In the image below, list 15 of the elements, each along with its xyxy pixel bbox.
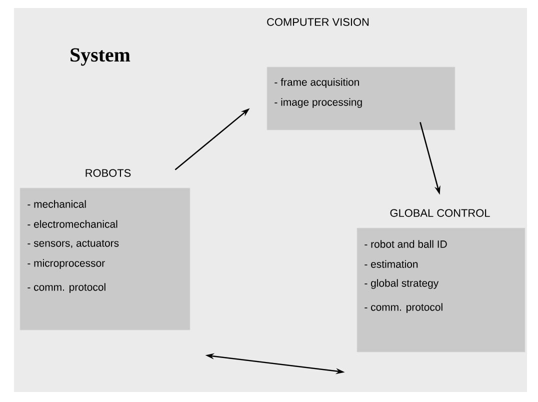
list-item: - global strategy — [364, 279, 439, 289]
list-item: - sensors, actuators — [28, 240, 119, 248]
list-item: - microprocessor — [28, 259, 105, 269]
list-item: - estimation — [364, 260, 418, 268]
list-item: - comm. protocol — [28, 283, 106, 293]
box-heading: ROBOTS — [86, 169, 131, 177]
list-item: - mechanical — [28, 200, 86, 208]
list-item: - electromechanical — [28, 220, 118, 228]
list-item: - robot and ball ID — [364, 240, 447, 248]
list-item: - comm. protocol — [364, 303, 442, 313]
title: System — [70, 48, 130, 66]
list-item: - image processing — [274, 98, 362, 108]
box-heading: COMPUTER VISION — [267, 18, 369, 26]
list-item: - frame acquisition — [274, 78, 359, 88]
box-heading: GLOBAL CONTROL — [390, 209, 490, 217]
